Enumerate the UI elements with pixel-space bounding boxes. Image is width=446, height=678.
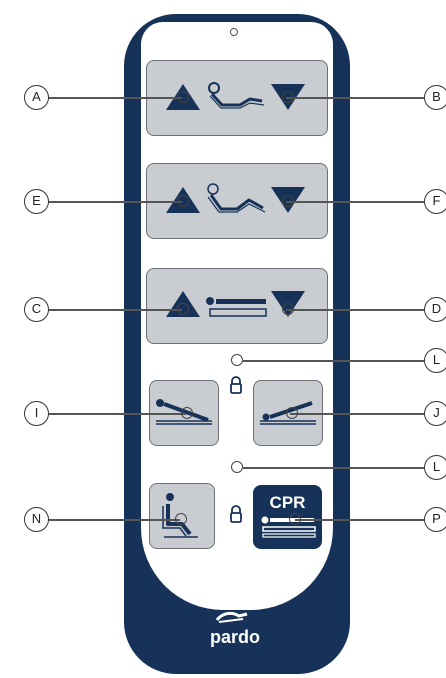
label-n: N: [24, 507, 49, 532]
callout-line-i: [49, 413, 186, 415]
pardo-logo: pardo: [209, 627, 260, 647]
callout-dot-d: [282, 303, 294, 315]
callout-dot-f: [282, 195, 294, 207]
label-p: P: [424, 507, 446, 532]
status-led: [230, 28, 238, 36]
callout-line-e: [49, 201, 182, 203]
callout-dot-b: [282, 91, 294, 103]
callout-line-n: [49, 519, 180, 521]
callout-line-d: [286, 309, 424, 311]
callout-line-l1: [243, 360, 424, 362]
callout-dot-i: [181, 407, 193, 419]
backrest-icon: [208, 82, 265, 109]
label-i: I: [24, 401, 49, 426]
label-a: A: [24, 85, 49, 110]
trendelenburg-icon: [156, 399, 212, 425]
label-d: D: [424, 297, 446, 322]
label-f: F: [424, 189, 446, 214]
cpr-button-label: CPR: [269, 493, 306, 512]
callout-dot-l2: [231, 461, 243, 473]
chair-position-icon: [162, 493, 198, 538]
label-e: E: [24, 189, 49, 214]
callout-dot-l1: [231, 354, 243, 366]
callout-dot-p: [289, 513, 301, 525]
callout-dot-a: [177, 91, 189, 103]
callout-line-b: [286, 97, 424, 99]
bed-height-icon: [206, 297, 267, 317]
label-b: B: [424, 85, 446, 110]
chair-position-button[interactable]: [149, 483, 215, 549]
callout-dot-e: [177, 195, 189, 207]
callout-line-f: [286, 201, 424, 203]
label-l1: L: [424, 348, 446, 373]
callout-dot-j: [286, 407, 298, 419]
callout-line-c: [49, 309, 182, 311]
label-c: C: [24, 297, 49, 322]
lock-icon: [230, 505, 242, 523]
label-l2: L: [424, 455, 446, 480]
callout-dot-n: [175, 513, 187, 525]
callout-line-j: [290, 413, 424, 415]
callout-line-l2: [243, 467, 424, 469]
label-j: J: [424, 401, 446, 426]
lock-icon: [230, 376, 242, 394]
pardo-logo-mark: [215, 611, 248, 623]
callout-line-p: [295, 519, 424, 521]
callout-dot-c: [177, 303, 189, 315]
callout-line-a: [49, 97, 182, 99]
legrest-icon: [207, 183, 266, 213]
